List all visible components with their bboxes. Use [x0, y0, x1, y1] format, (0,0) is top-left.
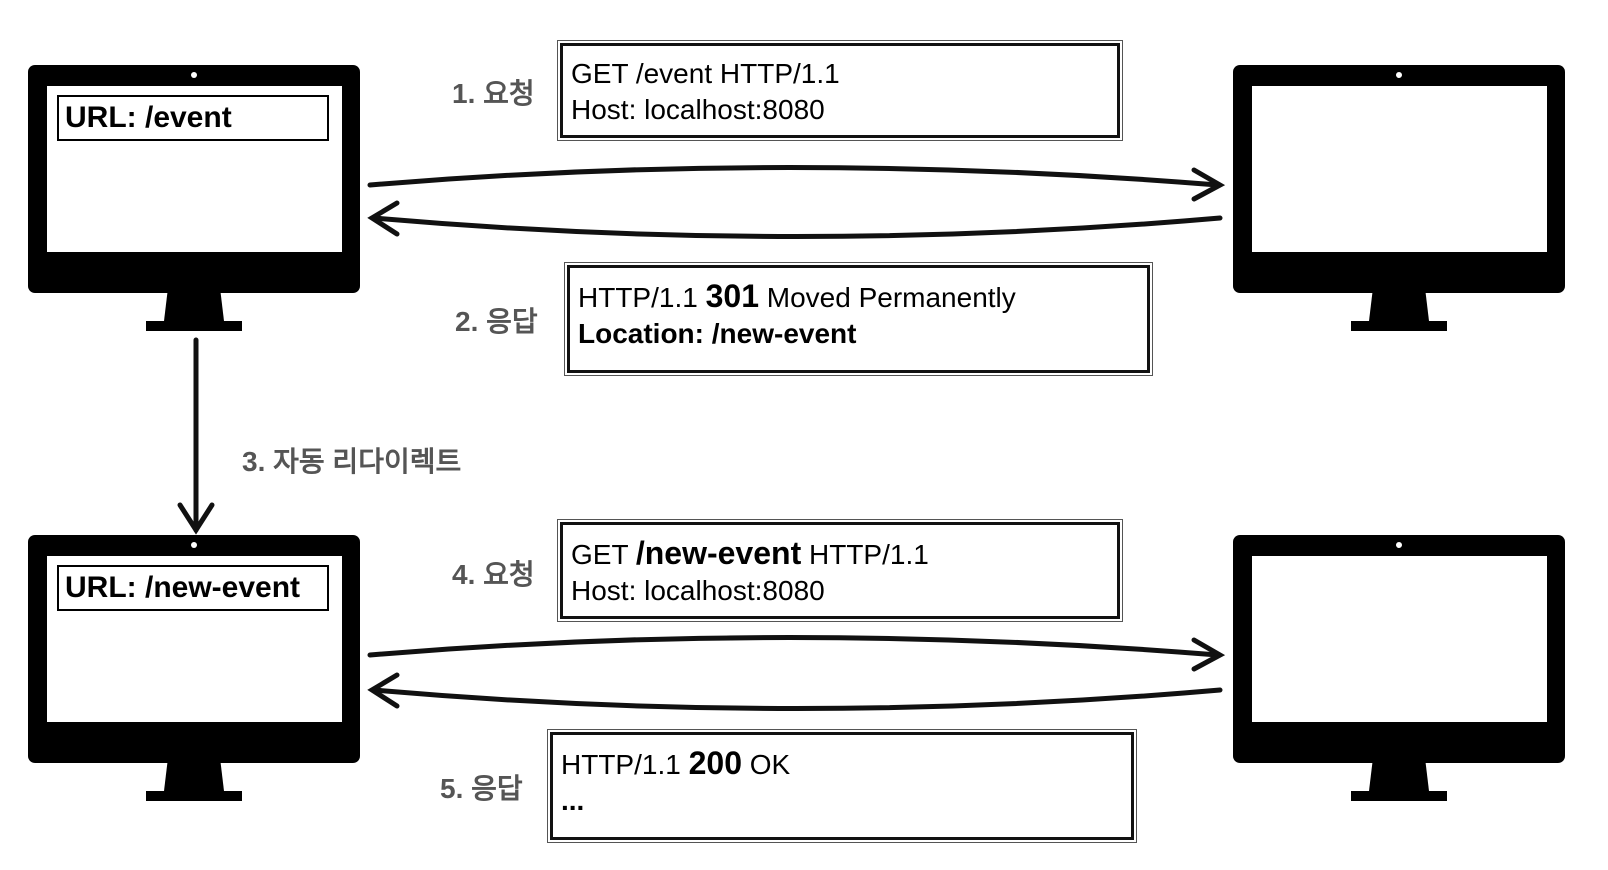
camera-icon [191, 72, 197, 78]
monitor-neck [164, 761, 224, 791]
step-3-label: 3. 자동 리다이렉트 [242, 446, 462, 477]
camera-icon [1396, 542, 1402, 548]
request-arrow-top [367, 165, 1221, 188]
status-code: 200 [688, 745, 742, 781]
step-4-label: 4. 요청 [452, 559, 535, 590]
step-2-label: 2. 응답 [455, 306, 538, 337]
response-arrow-bottom [371, 687, 1223, 711]
monitor-base [146, 791, 242, 801]
host-header: Host: localhost:8080 [571, 575, 825, 606]
request-method: GET [571, 539, 636, 570]
host-header: Host: localhost:8080 [571, 94, 825, 125]
step-5-label: 5. 응답 [440, 773, 523, 804]
status-line: HTTP/1.1 200 OK [561, 745, 1123, 783]
monitor-base [1351, 791, 1447, 801]
location-header: Location: /new-event [578, 318, 857, 349]
monitor-screen [1252, 556, 1547, 722]
request-arrowhead-top [1191, 167, 1226, 202]
request-line: GET /event HTTP/1.1 [571, 58, 840, 89]
response-body: ... [561, 785, 585, 816]
redirect-arrowhead [177, 502, 215, 535]
url-bar: URL: /new-event [57, 565, 329, 611]
step-1-label: 1. 요청 [452, 78, 535, 109]
monitor-neck [1369, 761, 1429, 791]
monitor-base [1351, 321, 1447, 331]
monitor-neck [1369, 291, 1429, 321]
status-line: HTTP/1.1 301 Moved Permanently [578, 278, 1139, 316]
camera-icon [191, 542, 197, 548]
status-prefix: HTTP/1.1 [561, 749, 689, 780]
request-path: /new-event [635, 535, 802, 571]
response-box-2: HTTP/1.1 200 OK ... [547, 729, 1137, 843]
response-arrowhead-top [367, 200, 400, 237]
response-arrow-top [371, 215, 1223, 239]
monitor-screen: URL: /new-event [47, 556, 342, 722]
monitor-screen [1252, 86, 1547, 252]
camera-icon [1396, 72, 1402, 78]
request-version: HTTP/1.1 [801, 539, 929, 570]
request-box-1: GET /event HTTP/1.1 Host: localhost:8080 [557, 40, 1123, 141]
request-arrowhead-bottom [1191, 637, 1226, 672]
status-text: OK [741, 749, 791, 780]
status-code: 301 [705, 278, 759, 314]
status-prefix: HTTP/1.1 [578, 282, 706, 313]
monitor-neck [164, 291, 224, 321]
monitor-base [146, 321, 242, 331]
monitor-screen: URL: /event [47, 86, 342, 252]
status-text: Moved Permanently [758, 282, 1016, 313]
response-box-1: HTTP/1.1 301 Moved Permanently Location:… [564, 262, 1153, 376]
request-box-2: GET /new-event HTTP/1.1 Host: localhost:… [557, 519, 1123, 622]
response-arrowhead-bottom [367, 672, 400, 709]
url-bar: URL: /event [57, 95, 329, 141]
request-line: GET /new-event HTTP/1.1 [571, 535, 1109, 573]
request-arrow-bottom [367, 635, 1221, 658]
